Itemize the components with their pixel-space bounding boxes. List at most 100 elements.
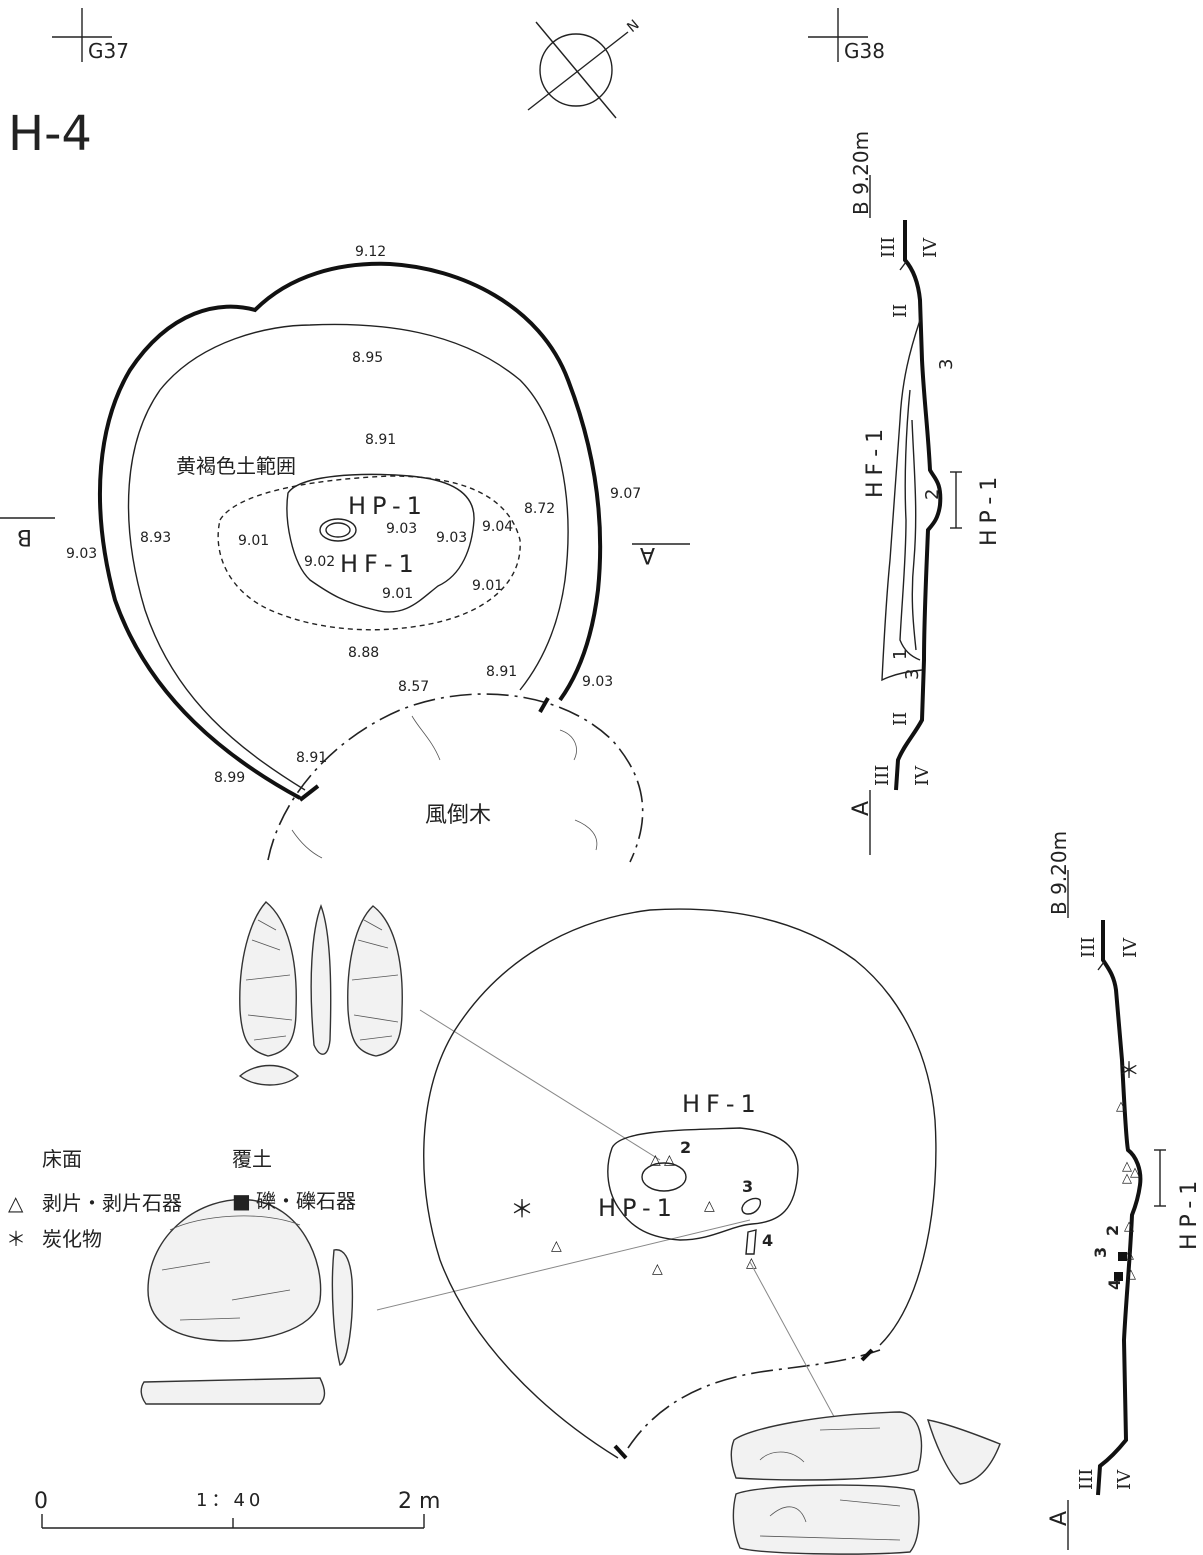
flake-marker-icon: △ — [551, 1238, 562, 1254]
plan-view-top: B A 黄褐色土範囲 HP-1 HF-1 風倒木 9.12 8.95 8.91 … — [0, 244, 690, 863]
windfall-label: 風倒木 — [425, 803, 491, 828]
elev-point: 9.03 — [582, 674, 613, 690]
section-top-layer: IV — [920, 237, 941, 258]
legend-flake-icon: △ — [8, 1191, 24, 1215]
flake-marker-icon: △ — [1124, 1219, 1134, 1234]
elev-point: 8.99 — [214, 770, 245, 786]
flake-marker-icon: △ — [1124, 1247, 1134, 1262]
hp1-pit — [319, 518, 357, 542]
elev-point: 9.03 — [386, 521, 417, 537]
artifact-number: 4 — [762, 1231, 773, 1250]
legend-cobble-icon: ■ — [232, 1189, 251, 1213]
section-top-layer: II — [890, 712, 911, 726]
feature-title: H-4 — [8, 106, 92, 162]
hf1-label-bottom: HF-1 — [682, 1090, 762, 1118]
cobble-marker-3 — [741, 1197, 762, 1215]
yellow-brown-zone-label: 黄褐色土範囲 — [176, 454, 296, 478]
section-bottom-layer: III — [1078, 937, 1099, 958]
artifact-drawing-point — [238, 901, 403, 1086]
artifact-drawing-cobble — [140, 1198, 751, 1405]
elev-point: 8.91 — [486, 664, 517, 680]
legend-charcoal-icon: ＊ — [6, 1227, 26, 1251]
flake-marker-icon: △ — [652, 1261, 663, 1277]
hf1-outline-bottom — [607, 1127, 799, 1241]
artifact-number: 3 — [742, 1177, 753, 1196]
section-bottom-layer: HP-1 — [1177, 1175, 1202, 1250]
artifact-number: 2 — [680, 1138, 691, 1157]
section-bottom-elevation: B 9.20m — [1047, 831, 1071, 915]
artifact-markers-bottom: △ △ 2 △ △ △ △ ＊ 3 4 — [510, 1138, 773, 1277]
cobble-marker-icon — [1118, 1252, 1127, 1261]
grid-label-g38: G38 — [844, 39, 885, 63]
section-top-layer: 3 — [936, 359, 957, 370]
section-top-layer: III — [878, 237, 899, 258]
section-bottom-artifact-number: 3 — [1091, 1247, 1110, 1258]
pit-outline-bottom — [423, 908, 937, 1459]
hf1-outline — [286, 473, 475, 613]
section-top-layer: HP-1 — [977, 471, 1002, 546]
flake-marker-icon: △ — [746, 1255, 757, 1271]
section-top-ground-line — [894, 220, 943, 791]
section-bottom-ground-line — [1096, 920, 1143, 1496]
section-top-layer: 2 — [922, 489, 943, 500]
section-top-pit-fill — [881, 319, 923, 682]
windfall-outline-bottom — [627, 1349, 881, 1449]
windfall-outline — [267, 693, 644, 863]
elev-point: 8.95 — [352, 350, 383, 366]
elev-point: 8.88 — [348, 645, 379, 661]
flake-marker-icon: △ — [1116, 1099, 1126, 1114]
section-top-layer: II — [890, 304, 911, 318]
elev-point: 8.72 — [524, 501, 555, 517]
north-arrow-icon: N — [527, 17, 643, 119]
legend-cobble-label: 礫・礫石器 — [256, 1189, 356, 1213]
scale-bar: 0 1：40 2 m — [34, 1489, 440, 1529]
hf1-label-top: HF-1 — [340, 550, 420, 578]
section-top-layer: IV — [912, 765, 933, 786]
section-bottom-artifact-number: 2 — [1103, 1225, 1122, 1236]
charcoal-marker-icon: ＊ — [510, 1195, 534, 1223]
flake-marker-icon: △ — [664, 1152, 675, 1168]
section-profile-bottom: B 9.20m III IV ＊ △ △ △ △ △ △ △ 2 3 4 HP-… — [1047, 831, 1202, 1550]
artifact-drawing-slab — [730, 1411, 1001, 1555]
plan-view-bottom: HF-1 HP-1 △ △ 2 △ △ △ △ ＊ 3 4 — [423, 908, 937, 1460]
charcoal-marker-icon: ＊ — [1118, 1059, 1140, 1084]
elev-point: 9.04 — [482, 519, 513, 535]
elev-point: 8.91 — [365, 432, 396, 448]
scale-end: 2 m — [398, 1489, 440, 1514]
legend-floor-header: 床面 — [42, 1147, 82, 1171]
flake-marker-icon: △ — [1122, 1159, 1132, 1174]
section-profile-top: B 9.20m III IV II 3 HF-1 2 HP-1 1 3 II I… — [849, 131, 1002, 855]
hp1-label-top: HP-1 — [348, 492, 428, 520]
section-bottom-artifact-number: 4 — [1105, 1279, 1124, 1290]
legend-fill-header: 覆土 — [232, 1147, 272, 1171]
elev-point: 9.01 — [472, 578, 503, 594]
elev-point: 8.93 — [140, 530, 171, 546]
grid-marker-g38: G38 — [808, 8, 885, 63]
section-top-layer: 1 — [890, 649, 911, 660]
section-a-marker: A — [640, 542, 655, 567]
cobble-marker-4 — [745, 1229, 757, 1255]
scale-ratio: 1：40 — [196, 1490, 264, 1511]
section-bottom-layer: IV — [1114, 1469, 1135, 1490]
yellow-brown-zone-outline — [217, 475, 521, 631]
hp1-pit-bottom — [641, 1162, 687, 1192]
elev-point: 8.91 — [296, 750, 327, 766]
cobble-marker-icon — [1114, 1272, 1123, 1281]
section-top-layer: 3 — [902, 669, 923, 680]
section-b-marker: B — [17, 524, 32, 549]
elev-point: 9.12 — [355, 244, 386, 260]
section-bottom-a-label: A — [1047, 1511, 1072, 1526]
flake-marker-icon: △ — [1126, 1267, 1136, 1282]
elev-point: 9.01 — [238, 533, 269, 549]
section-bottom-layer: III — [1076, 1469, 1097, 1490]
section-top-layer: HF-1 — [863, 423, 888, 498]
flake-marker-icon: △ — [704, 1198, 715, 1214]
elev-point: 9.01 — [382, 586, 413, 602]
pit-outline-inner — [127, 323, 569, 791]
elev-point: 8.57 — [398, 679, 429, 695]
hp1-label-bottom: HP-1 — [598, 1194, 678, 1222]
section-bottom-layer: IV — [1120, 937, 1141, 958]
pit-outline-outer — [97, 261, 603, 800]
elev-point: 9.03 — [436, 530, 467, 546]
elev-point: 9.07 — [610, 486, 641, 502]
